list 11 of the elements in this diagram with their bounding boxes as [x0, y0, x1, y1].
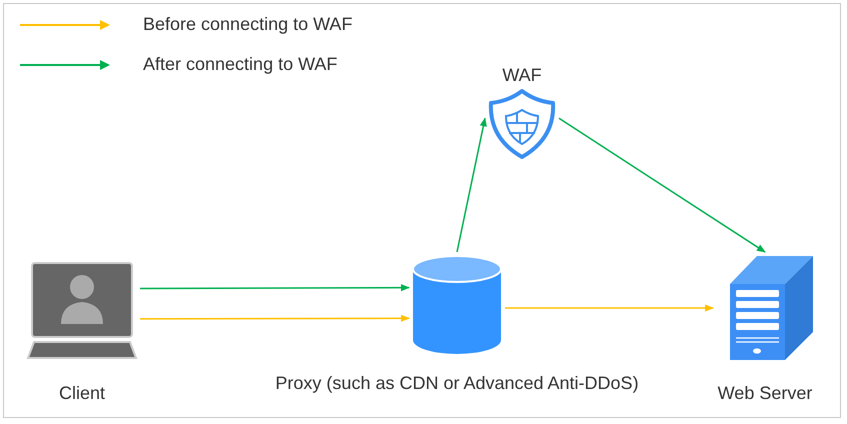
- arrow: [140, 314, 410, 322]
- node-label: Proxy (such as CDN or Advanced Anti-DDoS): [275, 372, 639, 394]
- arrow: [456, 117, 487, 252]
- node-label: Client: [58, 382, 106, 404]
- legend-label: Before connecting to WAF: [143, 13, 352, 35]
- legend-label: After connecting to WAF: [143, 53, 338, 75]
- node-label: WAF: [502, 64, 542, 86]
- node-label: Web Server: [718, 382, 812, 404]
- arrow: [140, 284, 410, 292]
- arrow: [505, 304, 714, 312]
- arrow: [558, 118, 766, 253]
